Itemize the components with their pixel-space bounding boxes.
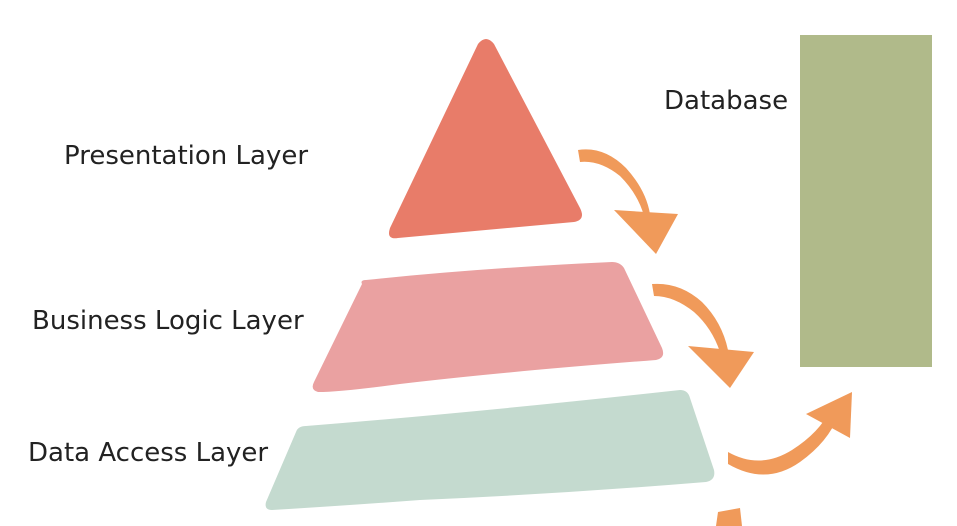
- database-block: [800, 35, 932, 367]
- business-logic-layer-label: Business Logic Layer: [32, 306, 304, 336]
- data-access-layer-shape: [265, 390, 715, 510]
- data-access-layer-label: Data Access Layer: [28, 438, 269, 468]
- arrow-fragment-icon: [716, 508, 742, 526]
- presentation-layer-shape: [389, 39, 582, 239]
- arrow-business-to-data-icon: [652, 283, 754, 388]
- presentation-layer-label: Presentation Layer: [64, 141, 309, 171]
- arrow-presentation-to-business-icon: [578, 149, 678, 254]
- database-label: Database: [664, 86, 789, 116]
- arrow-data-to-database-icon: [728, 392, 852, 475]
- business-logic-layer-shape: [312, 262, 664, 392]
